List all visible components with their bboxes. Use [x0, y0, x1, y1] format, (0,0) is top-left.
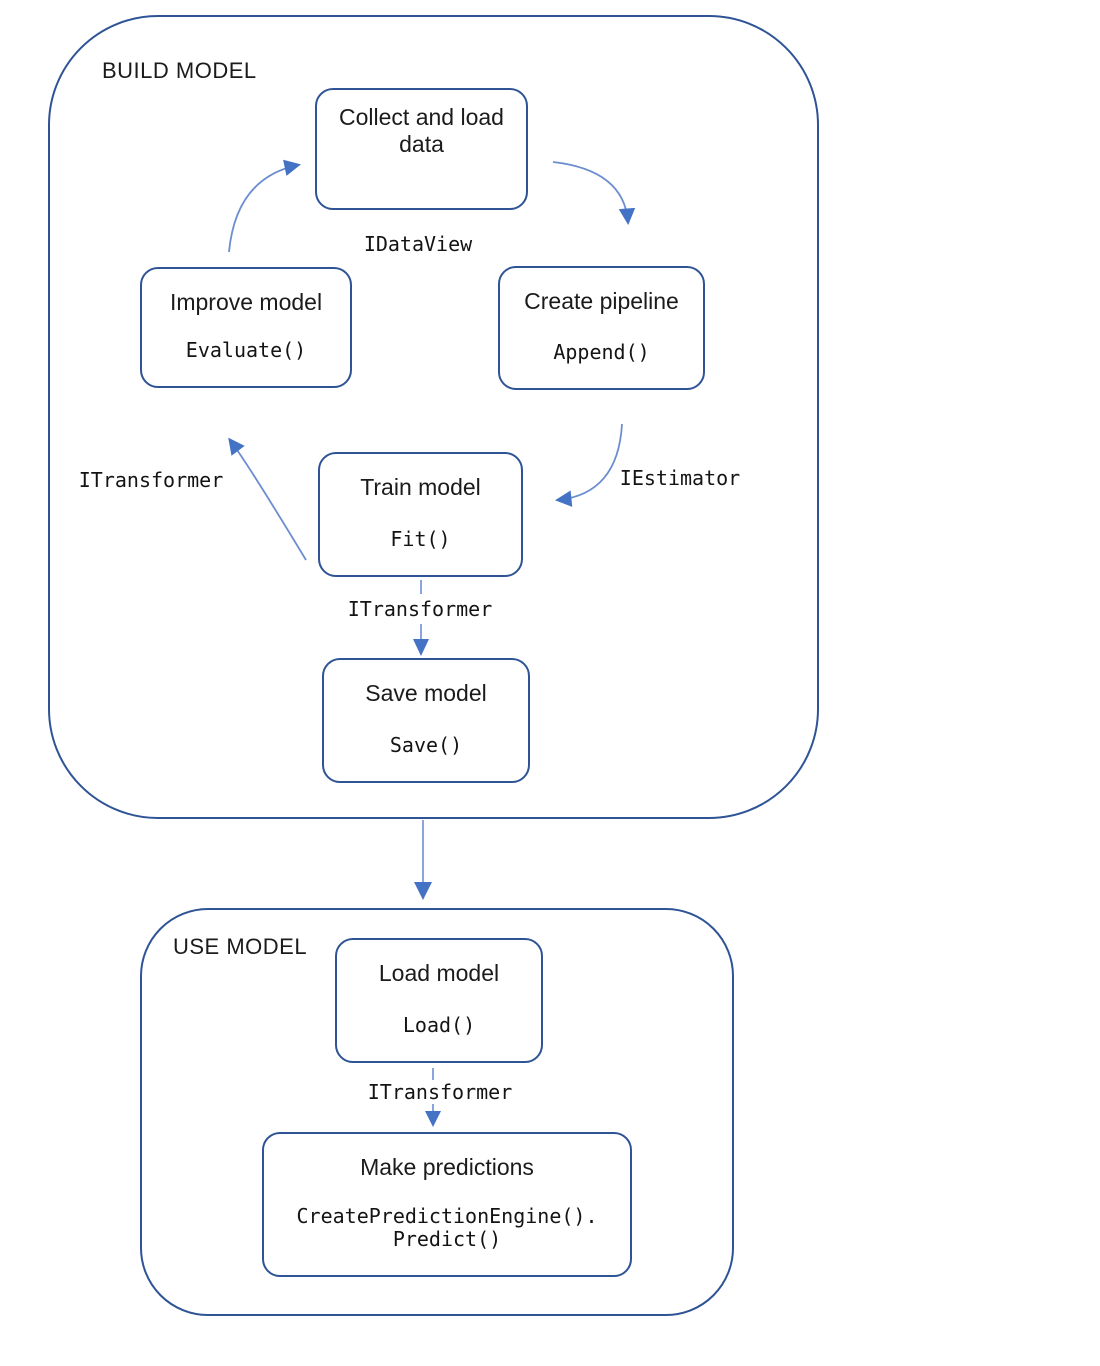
node-code: Load(): [402, 1013, 476, 1037]
label-iestimator: IEstimator: [619, 466, 741, 490]
node-title: Collect and load data: [339, 104, 504, 158]
node-code: CreatePredictionEngine(). Predict(): [296, 1205, 597, 1251]
build-model-label: BUILD MODEL: [102, 58, 257, 83]
use-model-label: USE MODEL: [173, 934, 308, 959]
node-save-model: Save model Save(): [322, 658, 530, 783]
node-title: Load model: [378, 960, 500, 986]
node-collect-and-load-data: Collect and load data: [315, 88, 528, 210]
node-title: Make predictions: [360, 1154, 534, 1180]
node-code: Append(): [553, 340, 650, 364]
node-title: Create pipeline: [524, 288, 679, 314]
label-idataview: IDataView: [363, 232, 473, 256]
build-use-arrowhead: [414, 882, 432, 900]
code-line-2: Predict(): [392, 1227, 502, 1251]
code-line-1: CreatePredictionEngine().: [296, 1204, 598, 1228]
build-model-container: [48, 15, 819, 819]
node-code: Fit(): [390, 527, 451, 551]
node-improve-model: Improve model Evaluate(): [140, 267, 352, 388]
node-title: Save model: [365, 680, 487, 706]
node-train-model: Train model Fit(): [318, 452, 523, 577]
label-itransformer-mid: ITransformer: [347, 597, 493, 621]
label-itransformer-left: ITransformer: [78, 468, 224, 492]
node-title: Train model: [360, 474, 481, 500]
label-itransformer-use: ITransformer: [367, 1080, 513, 1104]
use-model-container: [140, 908, 734, 1316]
node-make-predictions: Make predictions CreatePredictionEngine(…: [262, 1132, 632, 1277]
node-title: Improve model: [169, 289, 323, 315]
node-load-model: Load model Load(): [335, 938, 543, 1063]
node-code: Save(): [389, 733, 463, 757]
node-create-pipeline: Create pipeline Append(): [498, 266, 705, 390]
node-code: Evaluate(): [185, 338, 307, 362]
